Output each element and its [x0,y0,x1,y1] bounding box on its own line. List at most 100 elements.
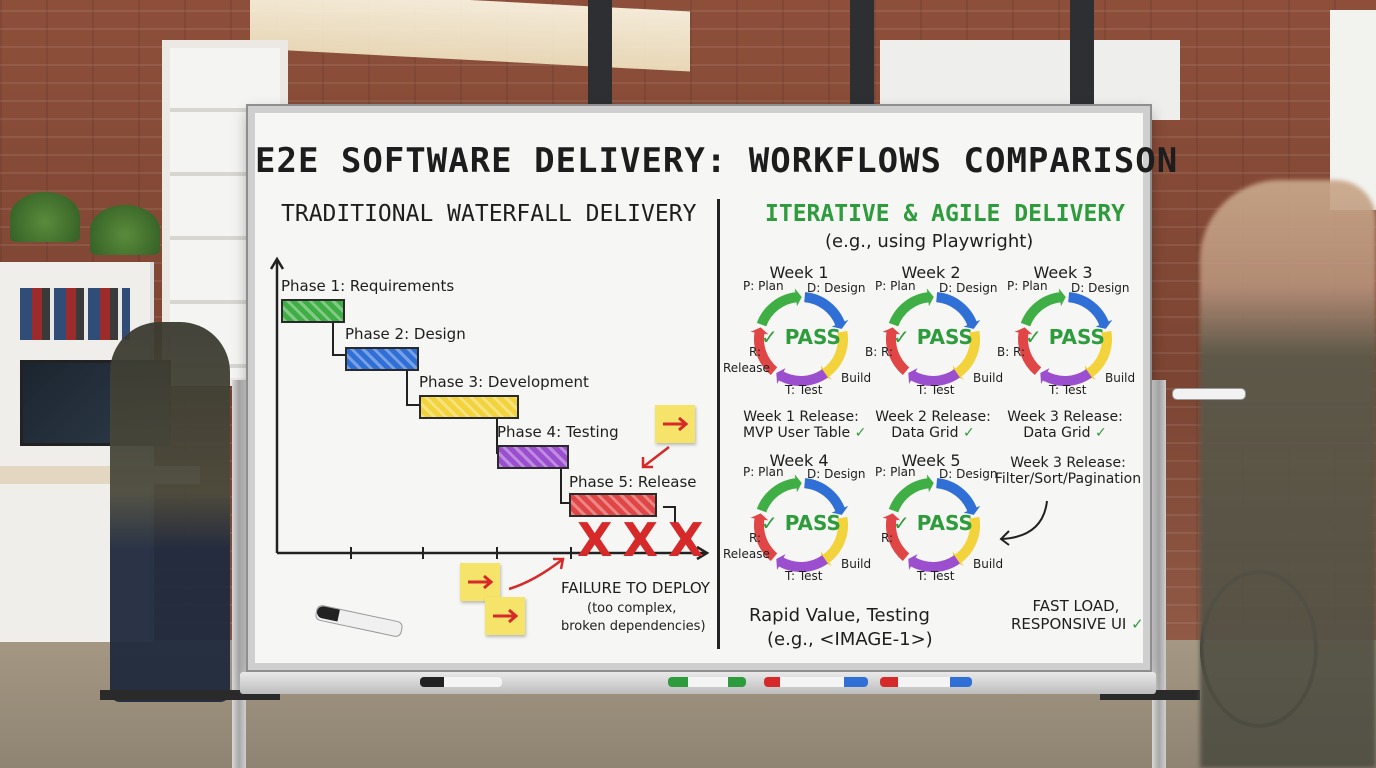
note-arrow [641,446,670,469]
potted-plant [10,192,80,242]
cycle-build-label: Build [841,557,872,571]
pass-label: ✓ PASS [893,325,973,349]
cycle-arc [803,292,846,327]
cycle-arrowhead [750,513,769,521]
cycle-arrowhead [794,288,802,307]
cycle-release-short-label: R: [749,345,762,359]
cycle-test-label: T: Test [1049,383,1087,397]
fast-load-note: FAST LOAD, RESPONSIVE UI ✓ [1011,597,1144,633]
cycle-arc [954,330,980,378]
red-blue-marker[interactable] [764,677,868,687]
cycle-arrowhead [1040,368,1050,385]
cycle-release-short-label: R: [1013,345,1026,359]
board-title: E2E SOFTWARE DELIVERY: WORKFLOWS COMPARI… [255,141,1179,181]
board-stand-foot [1100,690,1200,700]
cycle-arrows [750,474,849,572]
release-item: Data Grid ✓ [875,425,991,441]
release-title: Week 1 Release: [743,409,859,425]
pass-label: ✓ PASS [761,511,841,535]
cycle-arc [888,292,931,327]
agile-heading: ITERATIVE & AGILE DELIVERY [765,201,1126,227]
failure-x: X [667,513,714,567]
week-1-label: Week 1 [769,263,829,282]
seated-person [110,322,230,702]
phase-4-bar [497,445,569,469]
cycle-arrows [750,288,849,386]
cycle-arrowhead [908,368,918,385]
cycle-arc [822,330,848,378]
red-marker[interactable] [880,677,972,687]
cycle-arrowhead [750,327,769,335]
cycle-diagram [741,281,851,391]
week-3-extra-release: Week 3 Release: Filter/Sort/Pagination [993,455,1143,487]
fast-load-line1: FAST LOAD, [1032,597,1120,615]
check-icon: ✓ [761,325,785,349]
cycle-arrows [882,288,981,386]
cycle-arc [803,478,846,513]
cycle-plan-label: P: Plan [875,465,916,479]
cycle-arc [954,516,980,564]
marker-cap [315,605,340,622]
arrow-right-icon [493,608,519,624]
sticky-note [460,563,500,601]
cycle-arc [1020,292,1063,327]
week-2-label: Week 2 [901,263,961,282]
cycle-plan-label: P: Plan [1007,279,1048,293]
week-1-release: Week 1 Release: MVP User Table ✓ [743,409,866,441]
cycle-plan-label: P: Plan [743,279,784,293]
cycle-arc [888,478,931,513]
phase-3-bar [419,395,519,419]
phase-3-label: Phase 3: Development [419,373,589,391]
cycle-release-short-label: R: [881,531,894,545]
cycle-release-label: Release [723,361,770,375]
arrow-right-icon [468,574,494,590]
check-icon: ✓ [893,325,917,349]
cycle-arc [756,292,799,327]
rapid-value-example: (e.g., <IMAGE-1>) [767,629,933,650]
phase-2-label: Phase 2: Design [345,325,466,343]
cycle-arrowhead [776,554,786,571]
cycle-arrowhead [794,474,802,493]
cycle-arrowhead [963,319,981,329]
cycle-build-label: Build [973,557,1004,571]
phase-2-bar [345,347,419,371]
cycle-diagram [1005,281,1115,391]
cycle-build-short-label: B: [997,345,1010,359]
cycle-arc [886,516,910,562]
cycle-arc [935,292,978,327]
cycle-plan-label: P: Plan [875,279,916,293]
board-divider [717,199,720,649]
cycle-arrowhead [1014,327,1033,335]
potted-plant [90,205,160,255]
cycle-arrowhead [926,288,934,307]
agile-subheading: (e.g., using Playwright) [825,231,1034,252]
books [20,288,130,340]
cycle-test-label: T: Test [785,383,823,397]
cycle-diagram [873,467,983,577]
cycle-arrowhead [831,319,849,329]
green-marker[interactable] [668,677,746,687]
board-stand-leg [1152,380,1166,768]
check-icon: ✓ [1025,325,1049,349]
cycle-arrowhead [926,474,934,493]
far-right-window [1330,10,1376,210]
cycle-build-label: Build [973,371,1004,385]
black-marker[interactable] [420,677,502,687]
week-5-label: Week 5 [901,451,961,470]
failure-reason-1: (too complex, [587,601,677,616]
cycle-arrowhead [1095,319,1113,329]
marker-on-board[interactable] [314,604,404,638]
check-icon: ✓ [962,425,975,441]
fast-load-text: RESPONSIVE UI [1011,615,1127,633]
cycle-arrowhead [908,554,918,571]
cycle-arc [909,369,960,386]
cycle-diagram [873,281,983,391]
phase-1-label: Phase 1: Requirements [281,277,455,295]
cycle-build-short-label: B: [865,345,878,359]
whiteboard: E2E SOFTWARE DELIVERY: WORKFLOWS COMPARI… [248,106,1179,670]
rapid-value-text: Rapid Value, Testing [749,605,930,626]
cycle-arc [754,330,778,376]
cycle-arrowhead [776,368,786,385]
release-item-text: Data Grid [1023,425,1091,441]
cycle-diagram [741,467,851,577]
